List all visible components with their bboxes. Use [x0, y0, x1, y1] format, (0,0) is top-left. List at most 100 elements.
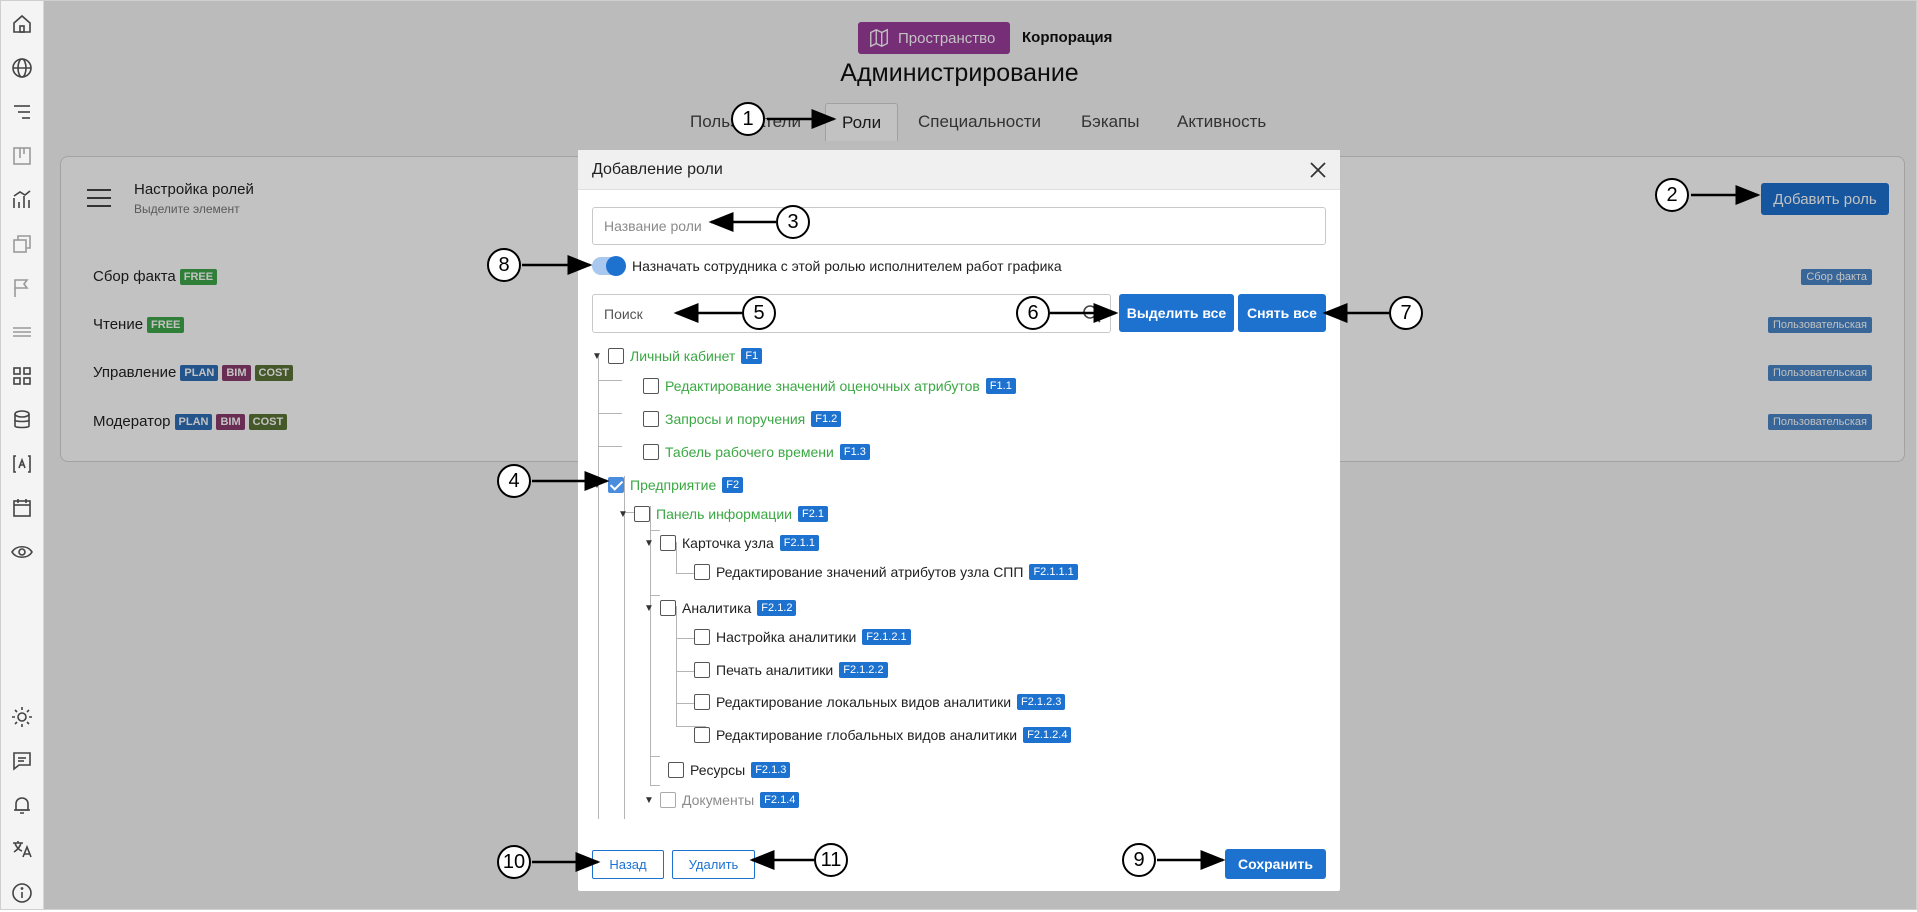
lines-icon[interactable]	[9, 319, 35, 345]
role-row[interactable]: Чтение FREE	[93, 316, 185, 333]
tab-roles[interactable]: Роли	[825, 103, 899, 141]
text-icon[interactable]	[9, 451, 35, 477]
tree-checkbox[interactable]	[660, 792, 676, 808]
tree-checkbox[interactable]	[660, 600, 676, 616]
role-name-input[interactable]	[592, 207, 1326, 245]
add-role-button[interactable]: Добавить роль	[1761, 183, 1889, 215]
tree-node-label: Печать аналитики	[716, 662, 834, 678]
tree-node[interactable]: ▼ Панель информации F2.1	[618, 506, 828, 522]
tree-node-code: F2.1.1	[779, 535, 819, 551]
role-tag: PLAN	[180, 364, 219, 381]
chat-icon[interactable]	[9, 748, 35, 774]
tab-activity[interactable]: Активность	[1177, 112, 1267, 131]
sun-icon[interactable]	[9, 704, 35, 730]
role-type-badge: Сбор факта	[1801, 269, 1872, 285]
tree-node[interactable]: ▼ Аналитика F2.1.2	[644, 600, 797, 616]
tab-backups[interactable]: Бэкапы	[1081, 112, 1140, 131]
close-icon[interactable]	[1308, 160, 1328, 180]
flag-icon[interactable]	[9, 275, 35, 301]
role-tag: PLAN	[174, 413, 213, 430]
callout-marker: 10	[497, 845, 531, 879]
globe-icon[interactable]	[9, 55, 35, 81]
tree-node[interactable]: ▼ Предприятие F2	[592, 477, 744, 493]
eye-icon[interactable]	[9, 539, 35, 565]
tree-checkbox[interactable]	[643, 378, 659, 394]
select-all-button[interactable]: Выделить все	[1119, 294, 1234, 332]
tree-checkbox[interactable]	[694, 629, 710, 645]
tree-node-label: Табель рабочего времени	[665, 444, 834, 460]
delete-button[interactable]: Удалить	[672, 850, 755, 879]
tree-node-label: Аналитика	[682, 600, 752, 616]
chart-icon[interactable]	[9, 187, 35, 213]
role-name: Управление	[93, 364, 177, 381]
chevron-down-icon[interactable]: ▼	[644, 602, 654, 614]
tree-node[interactable]: Редактирование значений оценочных атрибу…	[643, 378, 1016, 394]
save-button[interactable]: Сохранить	[1225, 849, 1326, 879]
tree-node[interactable]: ▼ Документы F2.1.4	[644, 792, 800, 808]
tree-node-code: F2.1.2.1	[862, 629, 911, 645]
tree-checkbox[interactable]	[608, 348, 624, 364]
tree-node-label: Предприятие	[630, 477, 717, 493]
role-row[interactable]: Управление PLAN BIM COST	[93, 364, 294, 381]
tree-node[interactable]: Ресурсы F2.1.3	[668, 762, 791, 778]
page-title: Администрирование	[840, 59, 1079, 87]
tree-checkbox[interactable]	[694, 727, 710, 743]
chevron-down-icon[interactable]: ▼	[592, 479, 602, 491]
tree-checkbox[interactable]	[660, 535, 676, 551]
calendar-icon[interactable]	[9, 495, 35, 521]
list-icon[interactable]	[9, 99, 35, 125]
tree-node[interactable]: Редактирование глобальных видов аналитик…	[694, 727, 1072, 743]
board-icon[interactable]	[9, 143, 35, 169]
tree-node-label: Карточка узла	[682, 535, 774, 551]
callout-marker: 9	[1122, 843, 1156, 877]
bell-icon[interactable]	[9, 792, 35, 818]
tree-node[interactable]: Табель рабочего времени F1.3	[643, 444, 870, 460]
grid-icon[interactable]	[9, 363, 35, 389]
tree-checkbox[interactable]	[694, 564, 710, 580]
tree-node[interactable]: Печать аналитики F2.1.2.2	[694, 662, 888, 678]
role-row[interactable]: Модератор PLAN BIM COST	[93, 413, 288, 430]
chevron-down-icon[interactable]: ▼	[592, 350, 602, 362]
tree-node-code: F2.1.3	[751, 762, 791, 778]
role-row[interactable]: Сбор факта FREE	[93, 268, 218, 285]
executor-toggle[interactable]	[592, 256, 626, 276]
tree-node[interactable]: Настройка аналитики F2.1.2.1	[694, 629, 911, 645]
translate-icon[interactable]	[9, 836, 35, 862]
tree-node[interactable]: Редактирование значений атрибутов узла С…	[694, 564, 1078, 580]
tree-node[interactable]: ▼ Личный кабинет F1	[592, 348, 763, 364]
tree-checkbox[interactable]	[608, 477, 624, 493]
menu-icon[interactable]	[87, 189, 111, 209]
tree-checkbox[interactable]	[634, 506, 650, 522]
tree-node[interactable]: ▼ Карточка узла F2.1.1	[644, 535, 819, 551]
back-button[interactable]: Назад	[592, 850, 664, 879]
layers-icon[interactable]	[9, 231, 35, 257]
search-icon[interactable]	[1082, 304, 1102, 324]
tab-specialties[interactable]: Специальности	[918, 112, 1042, 131]
tree-checkbox[interactable]	[694, 662, 710, 678]
tree-checkbox[interactable]	[668, 762, 684, 778]
org-name[interactable]: Корпорация	[1022, 29, 1113, 46]
tree-node-label: Панель информации	[656, 506, 792, 522]
role-tag: FREE	[179, 268, 218, 285]
info-icon[interactable]	[9, 880, 35, 906]
tree-node[interactable]: Запросы и поручения F1.2	[643, 411, 842, 427]
tree-checkbox[interactable]	[694, 694, 710, 710]
home-icon[interactable]	[9, 11, 35, 37]
database-icon[interactable]	[9, 407, 35, 433]
deselect-all-button[interactable]: Снять все	[1238, 294, 1326, 332]
callout-marker: 6	[1016, 296, 1050, 330]
tree-node[interactable]: Редактирование локальных видов аналитики…	[694, 694, 1066, 710]
tree-node-code: F2.1	[797, 506, 828, 522]
role-type-badge: Пользовательская	[1767, 317, 1872, 333]
map-icon	[870, 28, 888, 48]
chevron-down-icon[interactable]: ▼	[644, 537, 654, 549]
add-role-dialog: Добавление роли Назначать сотрудника с э…	[578, 150, 1340, 891]
tree-checkbox[interactable]	[643, 411, 659, 427]
search-input[interactable]	[593, 295, 1073, 332]
tree-checkbox[interactable]	[643, 444, 659, 460]
chevron-down-icon[interactable]: ▼	[618, 508, 628, 520]
chevron-down-icon[interactable]: ▼	[644, 794, 654, 806]
space-badge[interactable]: Пространство	[858, 22, 1010, 54]
sidebar	[1, 1, 44, 909]
tree-node-code: F1	[741, 348, 763, 364]
